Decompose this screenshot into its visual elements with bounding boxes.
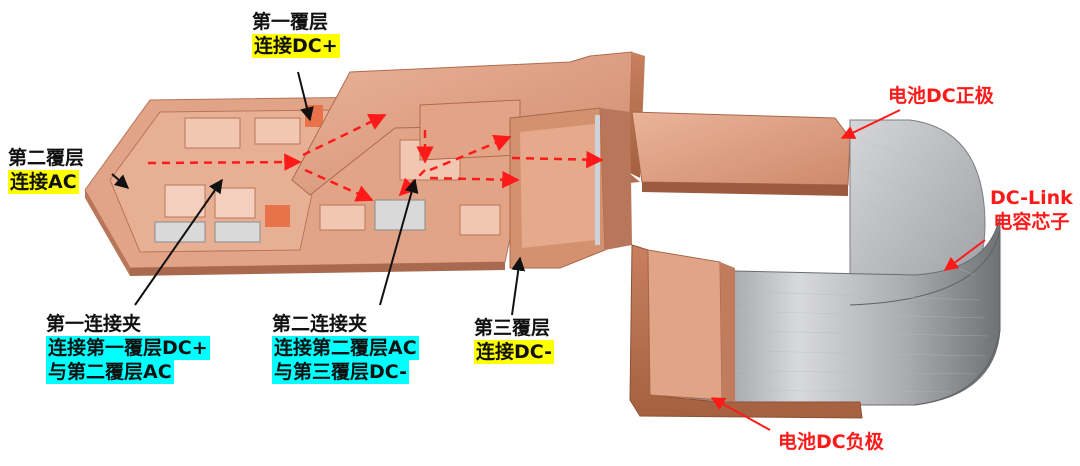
clip2-title: 第二连接夹 xyxy=(272,313,368,335)
battery-neg-label: 电池DC负极 xyxy=(778,431,884,453)
capacitor-line1: DC-Link xyxy=(990,187,1073,209)
clip1-label: 第一连接夹 连接第一覆层DC+ 与第二覆层AC xyxy=(46,312,210,384)
red-leaders xyxy=(710,109,986,431)
battery-neg-wrap xyxy=(629,244,863,419)
layer3-title: 第三覆层 xyxy=(474,317,551,339)
layer2-note: 连接AC xyxy=(8,170,79,194)
layer3-flap xyxy=(509,107,632,269)
layer1-title: 第一覆层 xyxy=(252,11,329,33)
layer2-label: 第二覆层 连接AC xyxy=(8,146,84,194)
capacitor-label: DC-Link 电容芯子 xyxy=(990,186,1073,234)
clip2-note-line2: 与第三覆层DC- xyxy=(272,360,410,384)
layer3-label: 第三覆层 连接DC- xyxy=(474,316,555,364)
clip1-note-line1: 连接第一覆层DC+ xyxy=(46,336,210,360)
capacitor-line2: 电容芯子 xyxy=(993,211,1070,233)
clip2-label: 第二连接夹 连接第二覆层AC 与第三覆层DC- xyxy=(272,312,419,384)
battery-pos-label: 电池DC正极 xyxy=(888,85,994,107)
clip1-note-line2: 与第二覆层AC xyxy=(46,360,174,384)
clip2-note-line1: 连接第二覆层AC xyxy=(272,336,419,360)
battery-pos-plate xyxy=(631,111,851,196)
clip1-title: 第一连接夹 xyxy=(46,313,142,335)
layer3-note: 连接DC- xyxy=(474,340,555,364)
label-leaders xyxy=(111,71,526,316)
layer2-title: 第二覆层 xyxy=(8,147,85,169)
layer1-note: 连接DC+ xyxy=(252,34,340,58)
layer1-label: 第一覆层 连接DC+ xyxy=(252,10,340,58)
